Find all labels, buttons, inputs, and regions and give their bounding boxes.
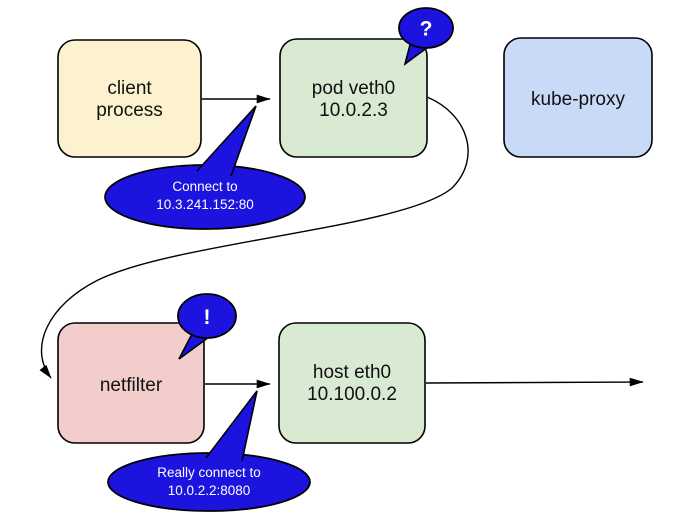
edge-pod-to-netfilter-curve <box>39 96 469 379</box>
callout-exclamation-badge: ! <box>177 293 237 360</box>
edge-host-outbound-arrow <box>425 377 644 387</box>
node-host-eth0: host eth0 10.100.0.2 <box>278 322 426 444</box>
question-badge-label: ? <box>420 18 433 41</box>
node-netfilter: netfilter <box>57 322 205 444</box>
exclamation-mark-icon <box>177 293 237 339</box>
node-client-process: client process <box>57 39 202 158</box>
callout-connect-line1: Connect to <box>172 179 237 194</box>
node-netfilter-label: netfilter <box>100 375 163 396</box>
node-pod-veth0-box <box>279 38 428 158</box>
node-kube-proxy-label: kube-proxy <box>531 89 625 110</box>
node-host-eth0-label-line1: host eth0 <box>313 362 391 383</box>
node-client-process-label-line1: client <box>107 78 152 99</box>
callout-really-connect-bubble <box>107 452 311 512</box>
callout-question-badge: ? <box>398 7 454 66</box>
node-host-eth0-box <box>278 322 426 444</box>
callout-connect-tail <box>196 105 257 177</box>
callout-connect: Connect to 10.3.241.152:80 <box>104 105 306 230</box>
node-kube-proxy: kube-proxy <box>503 37 653 158</box>
node-netfilter-box <box>57 322 205 444</box>
question-mark-icon <box>398 7 454 49</box>
node-kube-proxy-box <box>503 37 653 158</box>
callout-connect-line2: 10.3.241.152:80 <box>156 197 254 212</box>
exclamation-badge-tail <box>178 331 210 360</box>
node-client-process-box <box>57 39 202 158</box>
callout-really-connect: Really connect to 10.0.2.2:8080 <box>107 390 311 512</box>
callout-really-connect-line2: 10.0.2.2:8080 <box>168 483 251 498</box>
node-host-eth0-label-line2: 10.100.0.2 <box>307 384 397 405</box>
node-pod-veth0-label-line2: 10.0.2.3 <box>319 100 388 121</box>
exclamation-badge-label: ! <box>204 306 211 329</box>
callout-really-connect-tail <box>205 390 258 462</box>
node-client-process-label-line2: process <box>96 100 163 121</box>
node-pod-veth0: pod veth0 10.0.2.3 <box>279 38 428 158</box>
node-pod-veth0-label-line1: pod veth0 <box>312 78 395 99</box>
callout-really-connect-line1: Really connect to <box>157 465 261 480</box>
